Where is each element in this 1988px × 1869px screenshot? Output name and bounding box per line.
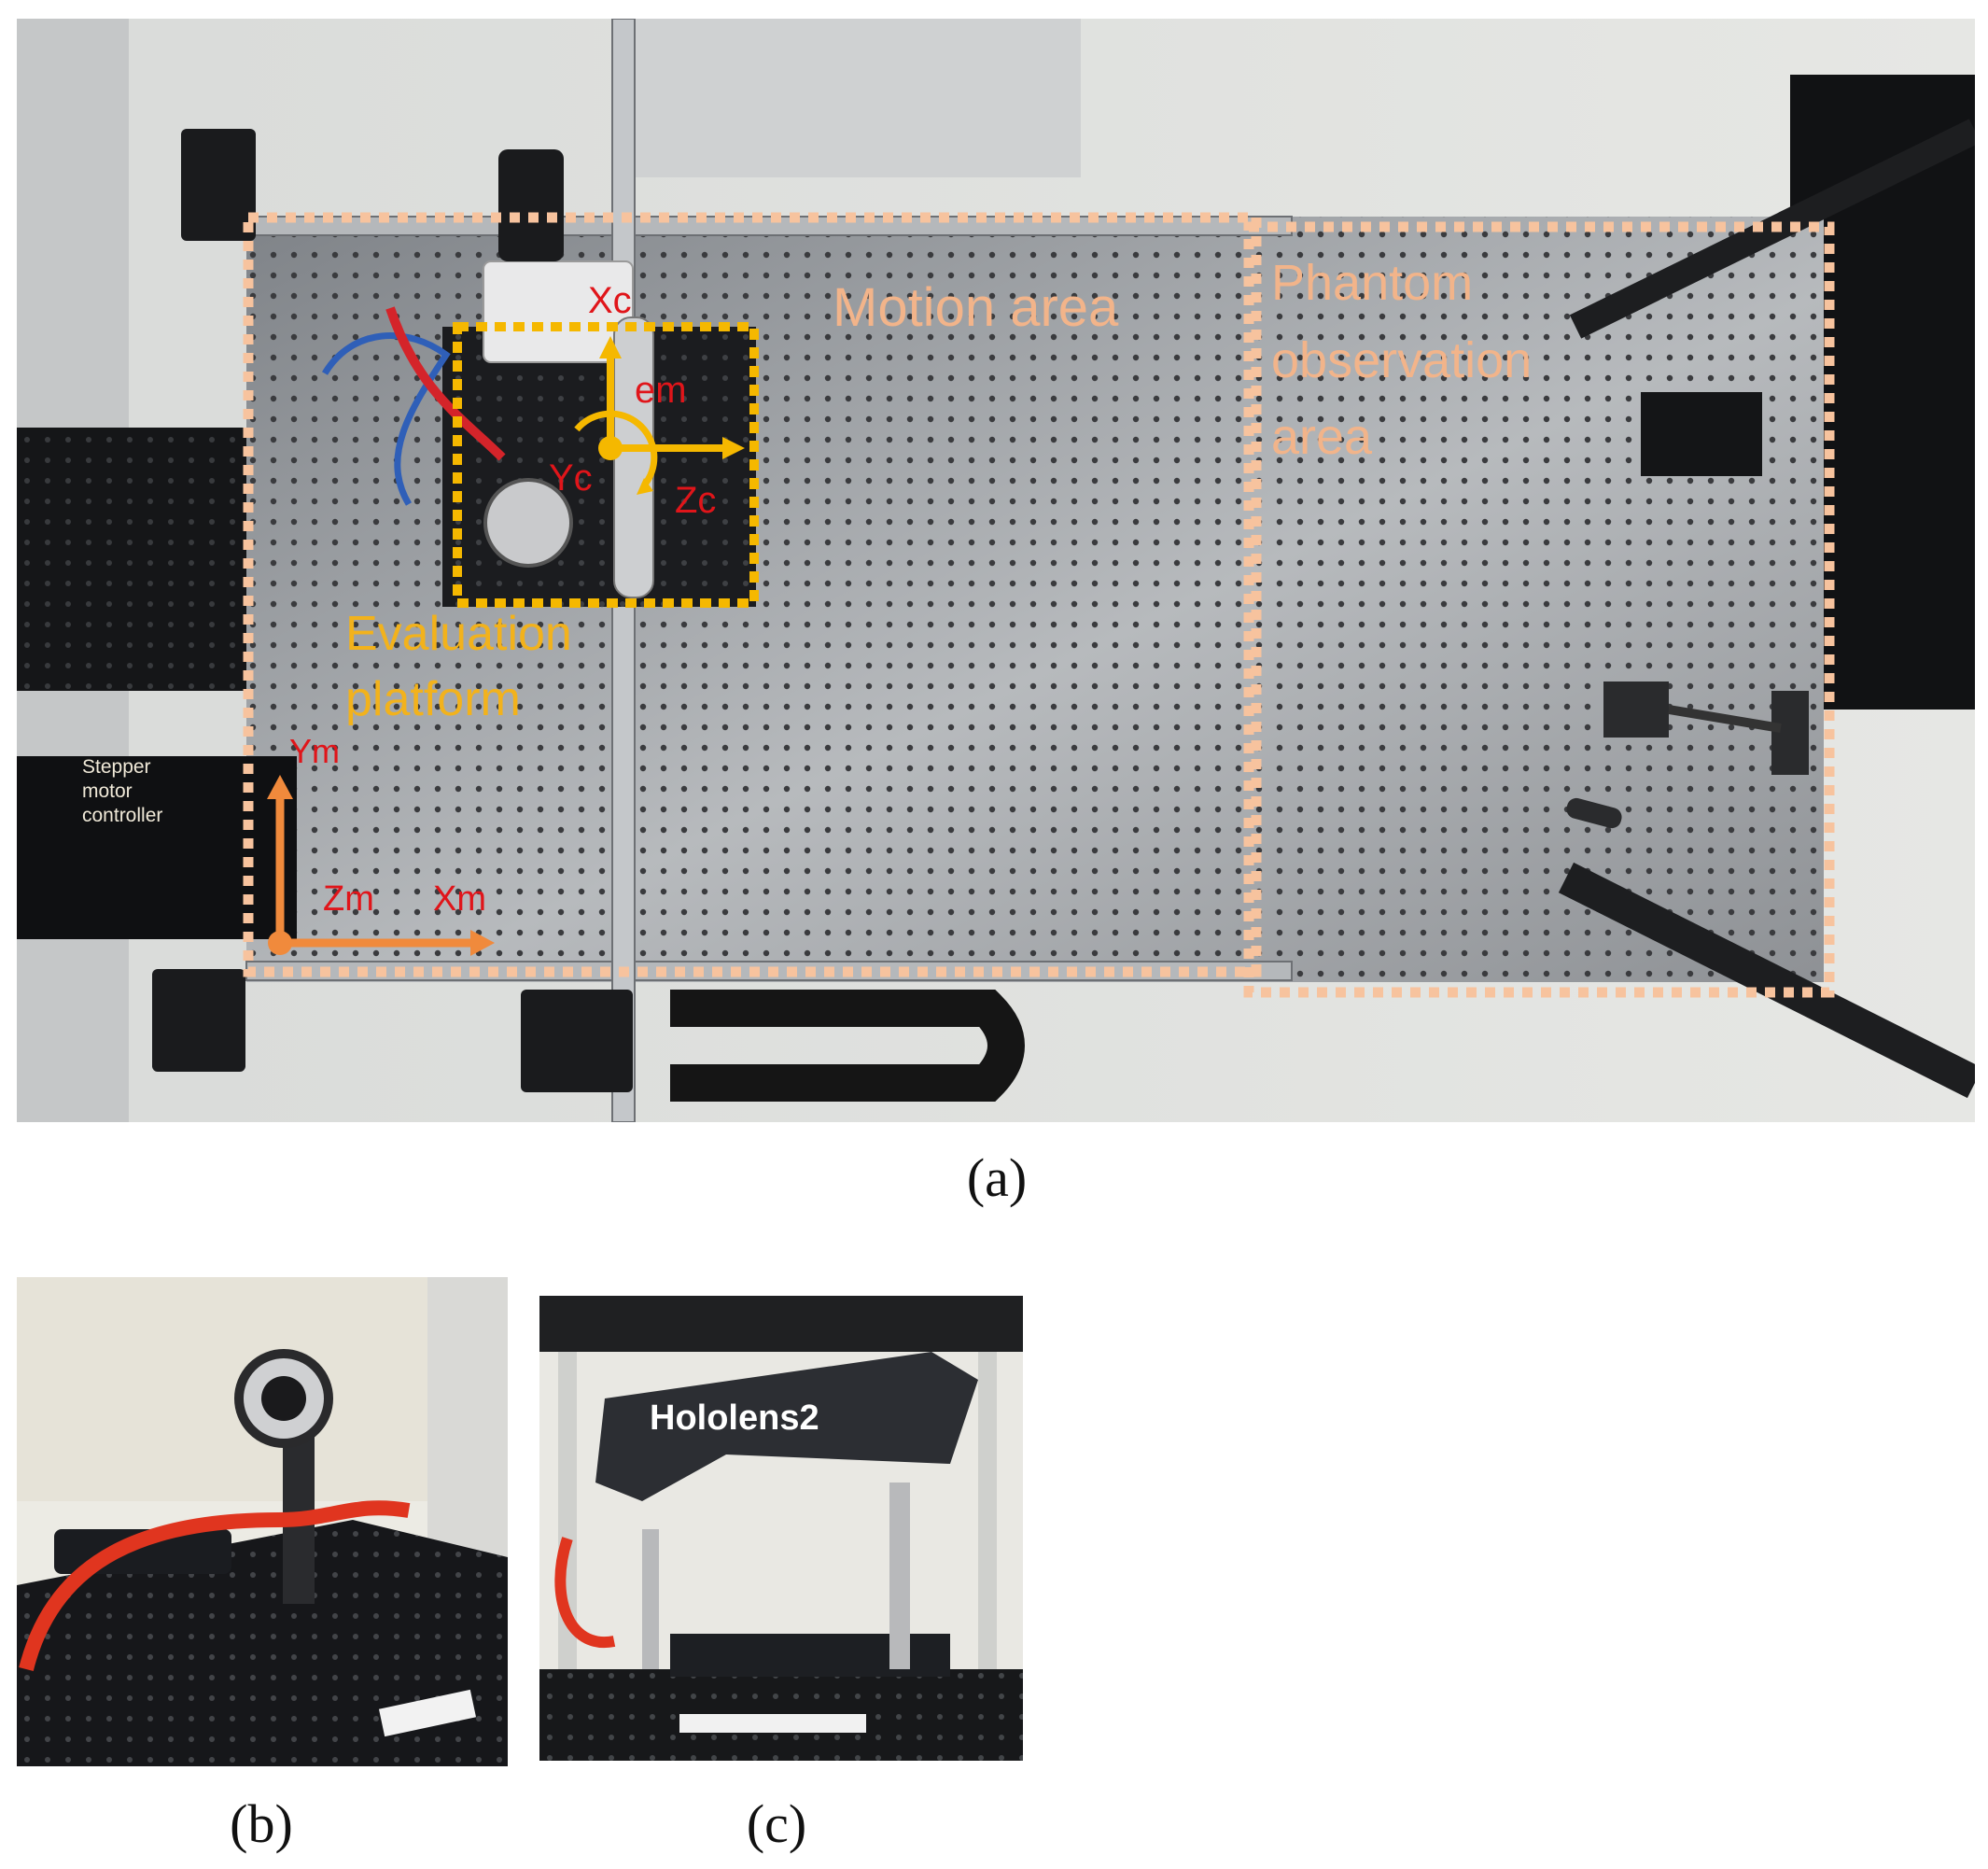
- motor-bottom: [521, 990, 633, 1092]
- panel-b-photo: [17, 1277, 508, 1766]
- phantom-area-label-line1: Phantom: [1271, 255, 1474, 311]
- evaluation-platform-label-line1: Evaluation: [345, 607, 572, 661]
- c-post-left: [642, 1529, 659, 1669]
- zc-label: Zc: [675, 480, 717, 521]
- phantom-area-outline: [1243, 221, 1835, 998]
- motor-top-left: [181, 129, 256, 241]
- panel-b-scene: [17, 1277, 508, 1766]
- evaluation-platform-outline: [453, 322, 759, 608]
- ym-label: Ym: [289, 732, 340, 770]
- caption-c: (c): [746, 1793, 807, 1854]
- stepper-label-line1: Stepper: [82, 756, 151, 778]
- hololens-label: Hololens2: [650, 1398, 819, 1438]
- xm-label: Xm: [433, 879, 486, 919]
- phantom-block: [1641, 392, 1762, 476]
- cable-chain-bottom: [670, 990, 1025, 1102]
- handle: [613, 316, 654, 598]
- phantom-area-label-line2: observation: [1271, 332, 1533, 388]
- stepper-label-line2: motor: [82, 780, 133, 802]
- camera-axes: [574, 336, 745, 495]
- yc-label: Yc: [549, 457, 593, 499]
- caption-a: (a): [966, 1147, 1028, 1208]
- stepper-label-line3: controller: [82, 805, 163, 826]
- panel-a-scene: [17, 19, 1975, 1122]
- c-hololens: [595, 1352, 978, 1501]
- c-post-right: [889, 1483, 910, 1669]
- panel-c-photo: Hololens2: [539, 1296, 1023, 1761]
- camera-device: [483, 260, 634, 363]
- motor-bottom-left: [152, 969, 245, 1072]
- phantom-area-label-line3: area: [1271, 409, 1373, 465]
- panel-c-scene: [539, 1296, 1023, 1761]
- evaluation-platform-label-line2: platform: [345, 672, 521, 726]
- caption-b: (b): [230, 1793, 293, 1854]
- cable-chain-top: [498, 149, 564, 261]
- motion-area-label: Motion area: [833, 277, 1119, 338]
- c-sticker: [679, 1714, 866, 1733]
- b-cable: [19, 1500, 411, 1671]
- panel-a-photo: Motion area Phantom observation area Eva…: [17, 19, 1975, 1122]
- stepper-controller: [17, 756, 297, 939]
- phantom-arm-bottom: [1558, 862, 1975, 1099]
- em-label: em: [635, 370, 687, 411]
- lens: [483, 478, 573, 568]
- zm-label: Zm: [323, 879, 374, 919]
- cabinet-top: [633, 19, 1081, 177]
- motion-area-outline: [243, 212, 1262, 977]
- motion-axes: [267, 775, 495, 956]
- b-sticker: [378, 1689, 477, 1737]
- xc-label: Xc: [588, 280, 632, 321]
